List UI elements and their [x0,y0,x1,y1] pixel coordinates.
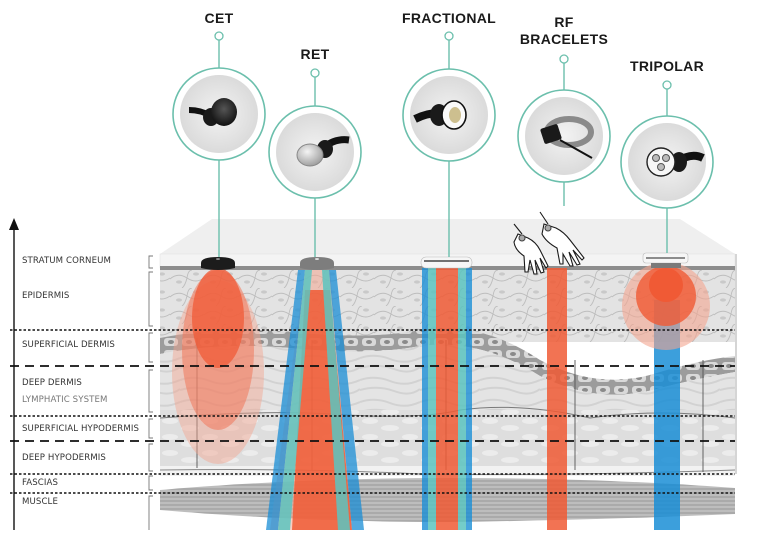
layer-label-epidermis: EPIDERMIS [22,291,70,301]
layer-boundaries [10,329,735,494]
tripolar-device-icon [646,147,705,177]
callout-dot-icon [444,31,454,41]
hands-with-bracelets-icon [513,211,585,275]
fractional-device-icon [413,100,467,130]
callout-dot-icon [559,54,569,64]
layer-label-lymphatic-system: LYMPHATIC SYSTEM [22,395,108,405]
device-photo-backdrop [525,97,603,175]
ret-probe-head [300,257,334,270]
fractional-beam [422,268,472,530]
callout-cet [172,31,266,257]
tripolar-probe-head [642,252,689,268]
fractional-probe-head [420,256,473,269]
layer-label-muscle: MUSCLE [22,497,58,507]
label-rf-bracelets: RF BRACELETS [519,14,609,47]
layer-label-superficial-hypodermis: SUPERFICIAL HYPODERMIS [22,424,140,434]
callout-rf-bracelets [517,54,611,206]
callout-dot-icon [310,68,320,78]
cet-probe-head [201,257,235,270]
label-ret: RET [300,46,330,62]
layer-label-deep-hypodermis: DEEP HYPODERMIS [22,453,106,463]
layer-label-superficial-dermis: SUPERFICIAL DERMIS [22,340,115,350]
callout-ret [268,68,362,257]
layer-label-stratum-corneum: STRATUM CORNEUM [22,256,112,266]
rf-bracelets-beam [547,268,567,530]
cet-heat-zone [172,268,264,464]
depth-axis [9,218,19,530]
cet-device-icon [188,98,237,126]
layer-label-deep-dermis: DEEP DERMIS [22,378,82,388]
arrow-up-icon [9,218,19,230]
ret-beam [266,270,364,530]
energy-beams [172,262,710,530]
layer-brackets [148,255,153,530]
label-fractional: FRACTIONAL [402,10,496,26]
ret-device-icon [296,136,350,167]
layer-label-fascias: FASCIAS [22,478,59,488]
tripolar-beam [622,262,710,530]
callout-fractional [402,31,496,257]
label-cet: CET [204,10,234,26]
label-tripolar: TRIPOLAR [630,58,704,74]
callout-tripolar [620,80,714,253]
rf-bracelets-device-icon [540,116,594,159]
callout-dot-icon [662,80,672,90]
callout-dot-icon [214,31,224,41]
skin-top-surface [160,219,735,254]
